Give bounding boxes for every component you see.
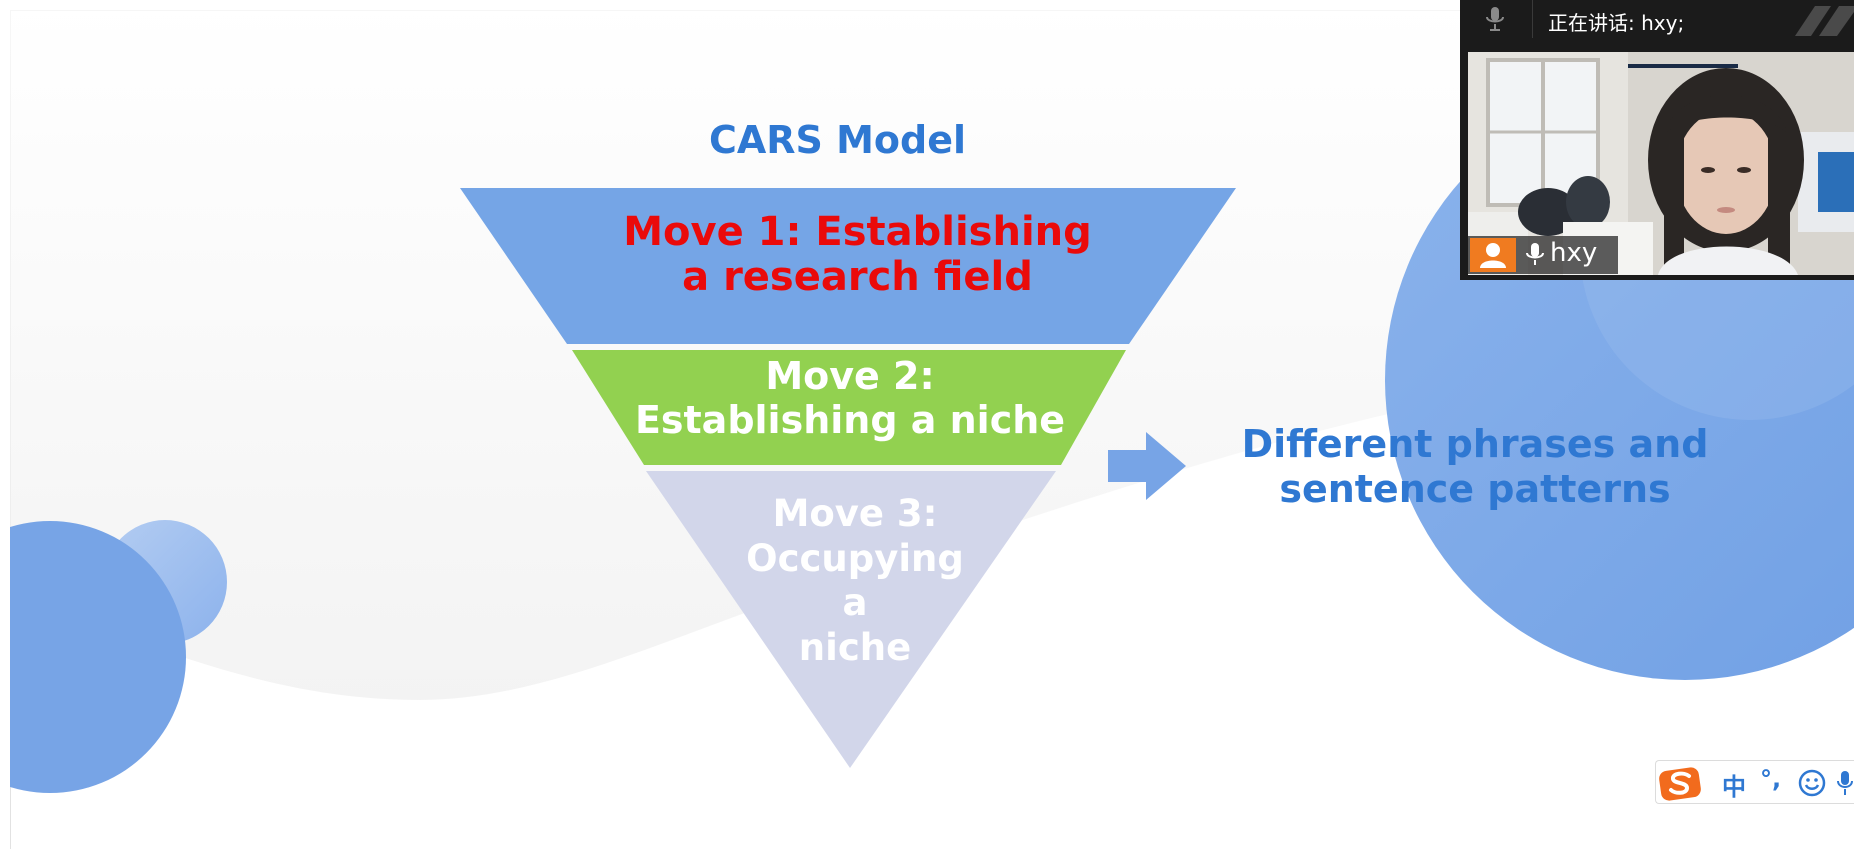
move1-text: Move 1: Establishing a research field — [560, 210, 1155, 300]
move2-text: Move 2: Establishing a niche — [580, 354, 1120, 442]
ime-toolbar[interactable]: 中 °, — [1655, 760, 1854, 804]
participant-name-bar: hxy — [1468, 236, 1618, 274]
move3-text: Move 3: Occupying a niche — [700, 492, 1010, 670]
video-panel[interactable]: 正在讲话: hxy; — [1460, 0, 1854, 280]
move3-line2: Occupying — [746, 536, 964, 580]
microphone-icon[interactable] — [1484, 6, 1506, 32]
result-text: Different phrases and sentence patterns — [1210, 422, 1740, 512]
header-divider — [1532, 0, 1533, 38]
participant-mic-icon — [1526, 243, 1544, 265]
arrow-right-icon — [1108, 432, 1186, 500]
speaking-indicator: 正在讲话: hxy; — [1548, 11, 1685, 35]
avatar — [1470, 238, 1516, 272]
result-line1: Different phrases and — [1241, 422, 1709, 466]
move2-segment — [572, 350, 1126, 465]
participant-video[interactable]: hxy — [1468, 52, 1854, 275]
move3-line1: Move 3: — [772, 492, 938, 535]
meeting-logo-icon — [1795, 6, 1854, 36]
move1-segment — [460, 188, 1236, 344]
result-line2: sentence patterns — [1279, 467, 1671, 511]
participant-name: hxy — [1550, 238, 1598, 268]
person-icon — [1480, 243, 1506, 268]
decor-circle-left — [0, 521, 186, 793]
sogou-logo-icon[interactable] — [1658, 763, 1706, 803]
move2-line1: Move 2: — [765, 354, 935, 398]
ime-punctuation-toggle[interactable]: °, — [1760, 765, 1782, 793]
slide-title: CARS Model — [708, 118, 967, 162]
move2-line2: Establishing a niche — [634, 398, 1066, 442]
move1-line1: Move 1: Establishing — [623, 209, 1092, 255]
move3-line3: a — [842, 581, 868, 624]
move3-segment — [646, 471, 1056, 768]
ime-language-toggle[interactable]: 中 — [1722, 773, 1746, 801]
move1-line2: a research field — [682, 254, 1033, 300]
emoji-icon[interactable] — [1798, 769, 1826, 797]
move3-line4: niche — [798, 625, 912, 669]
voice-input-icon[interactable] — [1836, 769, 1854, 797]
